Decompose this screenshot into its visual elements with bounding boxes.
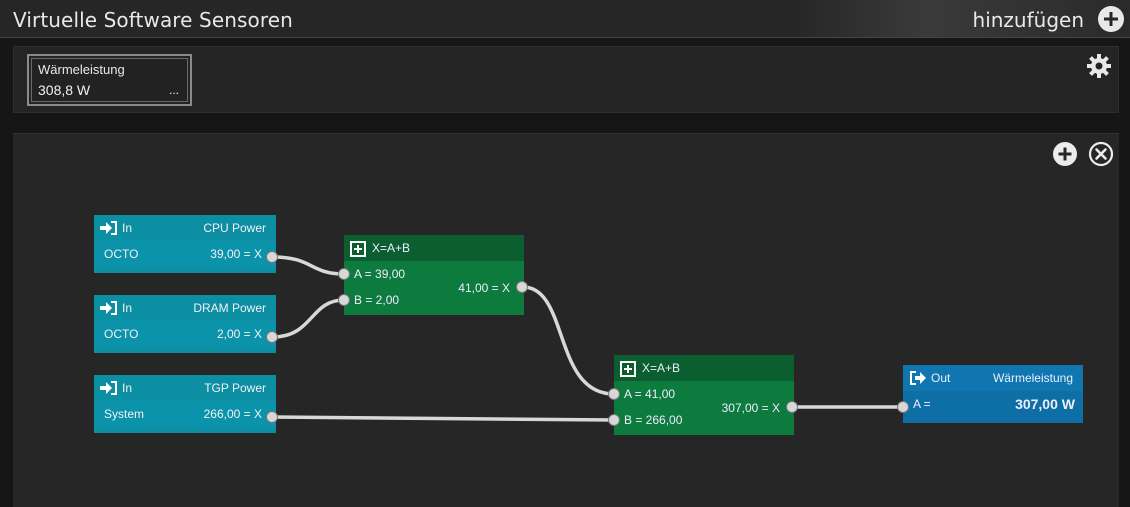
input-a-value: A = 39,00 (354, 267, 406, 281)
input-port-a[interactable] (897, 401, 909, 413)
sensor-tile[interactable]: Wärmeleistung 308,8 W ... (27, 54, 192, 106)
output-value: 307,00 W (1015, 396, 1075, 412)
input-a-value: A = 41,00 (624, 387, 676, 401)
sensor-tile-value: 308,8 W (38, 82, 91, 98)
add-node-row-b: B = 266,00 (614, 407, 794, 433)
sign-in-icon (100, 301, 117, 315)
window-title: Virtuelle Software Sensoren (13, 8, 293, 32)
node-sensor-name: Wärmeleistung (992, 371, 1073, 385)
node-kind: In (122, 221, 133, 235)
input-b-value: B = 2,00 (354, 293, 400, 307)
add-node-2[interactable]: X=A+B A = 41,00 307,00 = X B = 266,00 (608, 355, 798, 435)
node-source: OCTO (104, 247, 139, 261)
wire-cpu-to-add1 (272, 255, 345, 276)
input-node-row: OCTO 39,00 = X (94, 241, 276, 267)
gear-icon[interactable] (1086, 53, 1112, 79)
input-node-row: OCTO 2,00 = X (94, 321, 276, 347)
sensor-tile-inner: Wärmeleistung 308,8 W ... (31, 58, 188, 102)
node-source: OCTO (104, 327, 139, 341)
add-node-row-result: 307,00 = X (614, 395, 794, 421)
title-bar: Virtuelle Software Sensoren hinzufügen (0, 0, 1130, 38)
sign-in-icon (100, 381, 117, 395)
add-node-header: X=A+B (614, 355, 794, 381)
input-port-a[interactable] (608, 388, 620, 400)
input-port-b[interactable] (608, 414, 620, 426)
node-value: 39,00 = X (210, 247, 262, 261)
add-node-row-a: A = 41,00 (614, 381, 794, 407)
node-value: 266,00 = X (203, 407, 262, 421)
input-node-row: System 266,00 = X (94, 401, 276, 427)
input-port-b[interactable] (338, 294, 350, 306)
close-circle-icon[interactable] (1088, 141, 1114, 167)
output-port[interactable] (786, 401, 798, 413)
add-node-1[interactable]: X=A+B A = 39,00 41,00 = X B = 2,00 (338, 235, 528, 315)
input-a-label: A = (913, 397, 931, 411)
input-node-dram-power[interactable]: In DRAM Power OCTO 2,00 = X (94, 295, 278, 353)
output-port[interactable] (516, 281, 528, 293)
output-port[interactable] (266, 411, 278, 423)
canvas-add-icon[interactable] (1052, 141, 1078, 167)
node-sensor-name: DRAM Power (193, 301, 266, 315)
plus-square-icon (620, 361, 636, 377)
node-sensor-name: TGP Power (204, 381, 266, 395)
output-port[interactable] (266, 331, 278, 343)
add-node-row-b: B = 2,00 (344, 287, 524, 313)
sign-in-icon (100, 221, 117, 235)
output-node-waermeleistung[interactable]: Out Wärmeleistung A = 307,00 W (897, 365, 1083, 423)
wire-add1-to-add2 (522, 285, 615, 396)
node-source: System (104, 407, 145, 421)
add-node-header: X=A+B (344, 235, 524, 261)
node-value: 2,00 = X (216, 327, 262, 341)
add-node-row-a: A = 39,00 (344, 261, 524, 287)
result-value: 307,00 = X (721, 401, 780, 415)
node-sensor-name: CPU Power (203, 221, 266, 235)
sensor-tile-more-button[interactable]: ... (168, 83, 179, 97)
sign-out-icon (910, 371, 926, 385)
input-node-tgp-power[interactable]: In TGP Power System 266,00 = X (94, 375, 278, 433)
node-editor-canvas[interactable]: In CPU Power OCTO 39,00 = X In DRAM Powe… (13, 133, 1119, 507)
node-kind: In (122, 381, 133, 395)
output-node-header: Out Wärmeleistung (903, 365, 1083, 391)
node-kind: In (122, 301, 133, 315)
node-formula: X=A+B (372, 241, 411, 255)
output-port[interactable] (266, 251, 278, 263)
plus-circle-icon[interactable] (1098, 6, 1124, 32)
input-node-cpu-power[interactable]: In CPU Power OCTO 39,00 = X (94, 215, 278, 273)
input-port-a[interactable] (338, 268, 350, 280)
wire-tgp-to-add2 (272, 415, 615, 422)
node-formula: X=A+B (642, 361, 681, 375)
add-sensor-label[interactable]: hinzufügen (972, 8, 1084, 32)
node-wires (272, 255, 903, 422)
plus-square-icon (350, 241, 366, 257)
add-node-row-result: 41,00 = X (344, 275, 524, 301)
wire-dram-to-add1 (272, 298, 345, 339)
output-node-row: A = 307,00 W (903, 391, 1083, 417)
result-value: 41,00 = X (458, 281, 510, 295)
input-node-header: In TGP Power (94, 375, 276, 401)
sensor-tile-name: Wärmeleistung (38, 62, 125, 77)
input-b-value: B = 266,00 (624, 413, 683, 427)
node-kind: Out (931, 371, 951, 385)
input-node-header: In CPU Power (94, 215, 276, 241)
sensor-overview-panel: Wärmeleistung 308,8 W ... (13, 46, 1119, 113)
input-node-header: In DRAM Power (94, 295, 276, 321)
